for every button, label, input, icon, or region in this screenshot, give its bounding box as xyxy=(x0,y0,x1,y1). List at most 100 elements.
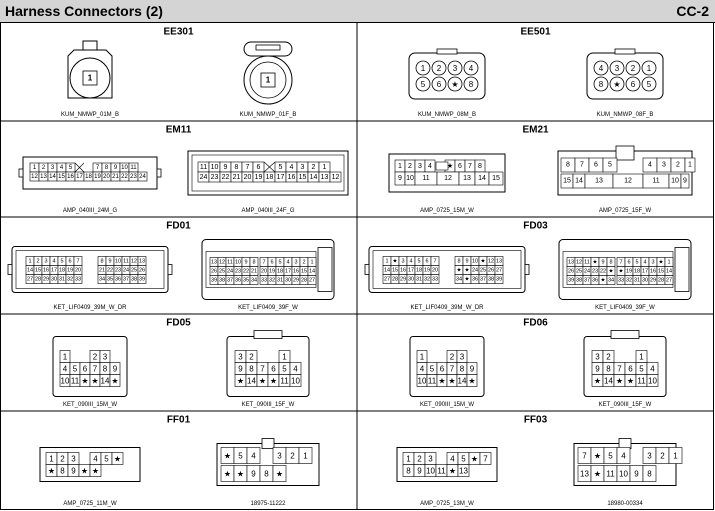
pin-cell xyxy=(463,60,479,76)
pin-label: 38 xyxy=(131,277,137,283)
pin-label: ★ xyxy=(259,377,266,386)
pin-label: 5 xyxy=(60,259,63,265)
pin-label: 21 xyxy=(99,268,105,274)
pin-label: 8 xyxy=(566,162,570,169)
pin-label: 9 xyxy=(71,467,76,476)
pin-label: 3 xyxy=(595,353,600,362)
pin-label: ★ xyxy=(457,267,462,274)
pin-label: 14 xyxy=(604,377,613,386)
pin-label: 34 xyxy=(456,277,462,283)
pin-label: 1 xyxy=(28,259,31,265)
pin-label: 13 xyxy=(211,260,217,266)
connector-part-number: KET_LIF0409_39M_W_DR xyxy=(410,305,484,311)
connector-part-number: KET_090III_15M_W xyxy=(63,402,117,408)
pin-label: 19 xyxy=(626,269,632,275)
pin-label: 36 xyxy=(235,278,241,284)
pin-label: 8 xyxy=(406,467,411,476)
pin-label: 30 xyxy=(642,278,648,284)
pin-label: 16 xyxy=(43,268,49,274)
pin-label: 5 xyxy=(69,165,73,171)
connector-part-number: KET_090III_15F_W xyxy=(599,402,652,408)
pin-cell xyxy=(684,157,696,173)
latch-slot xyxy=(255,44,281,51)
pin-cell xyxy=(642,465,657,482)
side-key xyxy=(167,264,173,275)
pin-label: 5 xyxy=(417,259,420,265)
pin-label: 8 xyxy=(235,164,239,171)
pin-label: 6 xyxy=(437,80,442,89)
pin-label: ★ xyxy=(471,455,478,464)
pin-label: 24 xyxy=(139,174,146,180)
pin-cell xyxy=(602,157,618,173)
connector-part-number: AMP_0725_15M_W xyxy=(420,208,474,214)
pin-label: 8 xyxy=(460,365,465,374)
pin-label: 18 xyxy=(59,268,65,274)
pin-label: 6 xyxy=(594,162,598,169)
pin-label: 10 xyxy=(291,377,300,386)
pin-label: 34 xyxy=(251,278,257,284)
pin-label: 20 xyxy=(432,268,438,274)
pin-label: 4 xyxy=(60,165,64,171)
connector-part-number: AMP_0725_15F_W xyxy=(599,208,652,214)
pin-label: 23 xyxy=(235,269,241,275)
pin-label: 5 xyxy=(608,452,613,461)
pin-label: ★ xyxy=(237,377,244,386)
pin-label: 18 xyxy=(634,269,640,275)
pin-label: 23 xyxy=(211,174,219,181)
pin-label: 24 xyxy=(584,269,590,275)
pin-label: 8 xyxy=(105,165,109,171)
pin-label: 3 xyxy=(277,452,282,461)
connector-part-number: KUM_NMWP_08F_B xyxy=(597,112,654,118)
connector-part-number: KUM_NMWP_08M_B xyxy=(418,112,476,118)
connector-part-number: AMP_040III_24F_G xyxy=(241,208,294,214)
pin-label: 2 xyxy=(660,452,665,461)
pin-label: 25 xyxy=(219,269,225,275)
pin-label: 37 xyxy=(584,278,590,284)
pin-label: 27 xyxy=(27,277,33,283)
pin-label: 2 xyxy=(408,163,412,170)
section-title: EE501 xyxy=(520,27,550,38)
pin-label: 29 xyxy=(650,278,656,284)
pin-label: 15 xyxy=(563,178,571,185)
pin-label: ★ xyxy=(465,276,470,283)
pin-label: 7 xyxy=(93,365,98,374)
latch xyxy=(614,48,636,55)
pin-label: 7 xyxy=(262,260,265,266)
pin-label: 10 xyxy=(671,178,679,185)
pin-label: 10 xyxy=(211,164,219,171)
pin-label: ★ xyxy=(48,467,55,476)
latch xyxy=(610,330,640,339)
pin-label: 6 xyxy=(83,365,88,374)
pin-label: 2 xyxy=(417,455,422,464)
pin-label: 21 xyxy=(251,269,257,275)
pin-cell xyxy=(246,447,261,464)
pin-label: 2 xyxy=(437,64,442,73)
pin-label: 1 xyxy=(398,163,402,170)
section-title: EM21 xyxy=(522,125,549,136)
connector-part-number: AMP_0725_11M_W xyxy=(63,501,117,507)
pin-label: 22 xyxy=(600,269,606,275)
pin-label: 5 xyxy=(608,162,612,169)
pin-label: 12 xyxy=(488,259,494,265)
section-title: EE301 xyxy=(163,27,193,38)
pin-label: 15 xyxy=(58,174,65,180)
pin-label: 17 xyxy=(277,174,285,181)
pin-cell xyxy=(466,374,478,387)
side-key xyxy=(524,264,530,275)
connector-part-number: KET_090III_15F_W xyxy=(242,402,295,408)
pin-label: 8 xyxy=(264,470,269,479)
connector-part-number: AMP_0725_13M_W xyxy=(420,501,474,507)
pin-label: ★ xyxy=(92,467,99,476)
pin-cell xyxy=(606,275,616,285)
pin-cell xyxy=(329,171,342,183)
pin-label: 16 xyxy=(293,269,299,275)
pin-label: 8 xyxy=(478,163,482,170)
pin-cell xyxy=(82,70,98,86)
